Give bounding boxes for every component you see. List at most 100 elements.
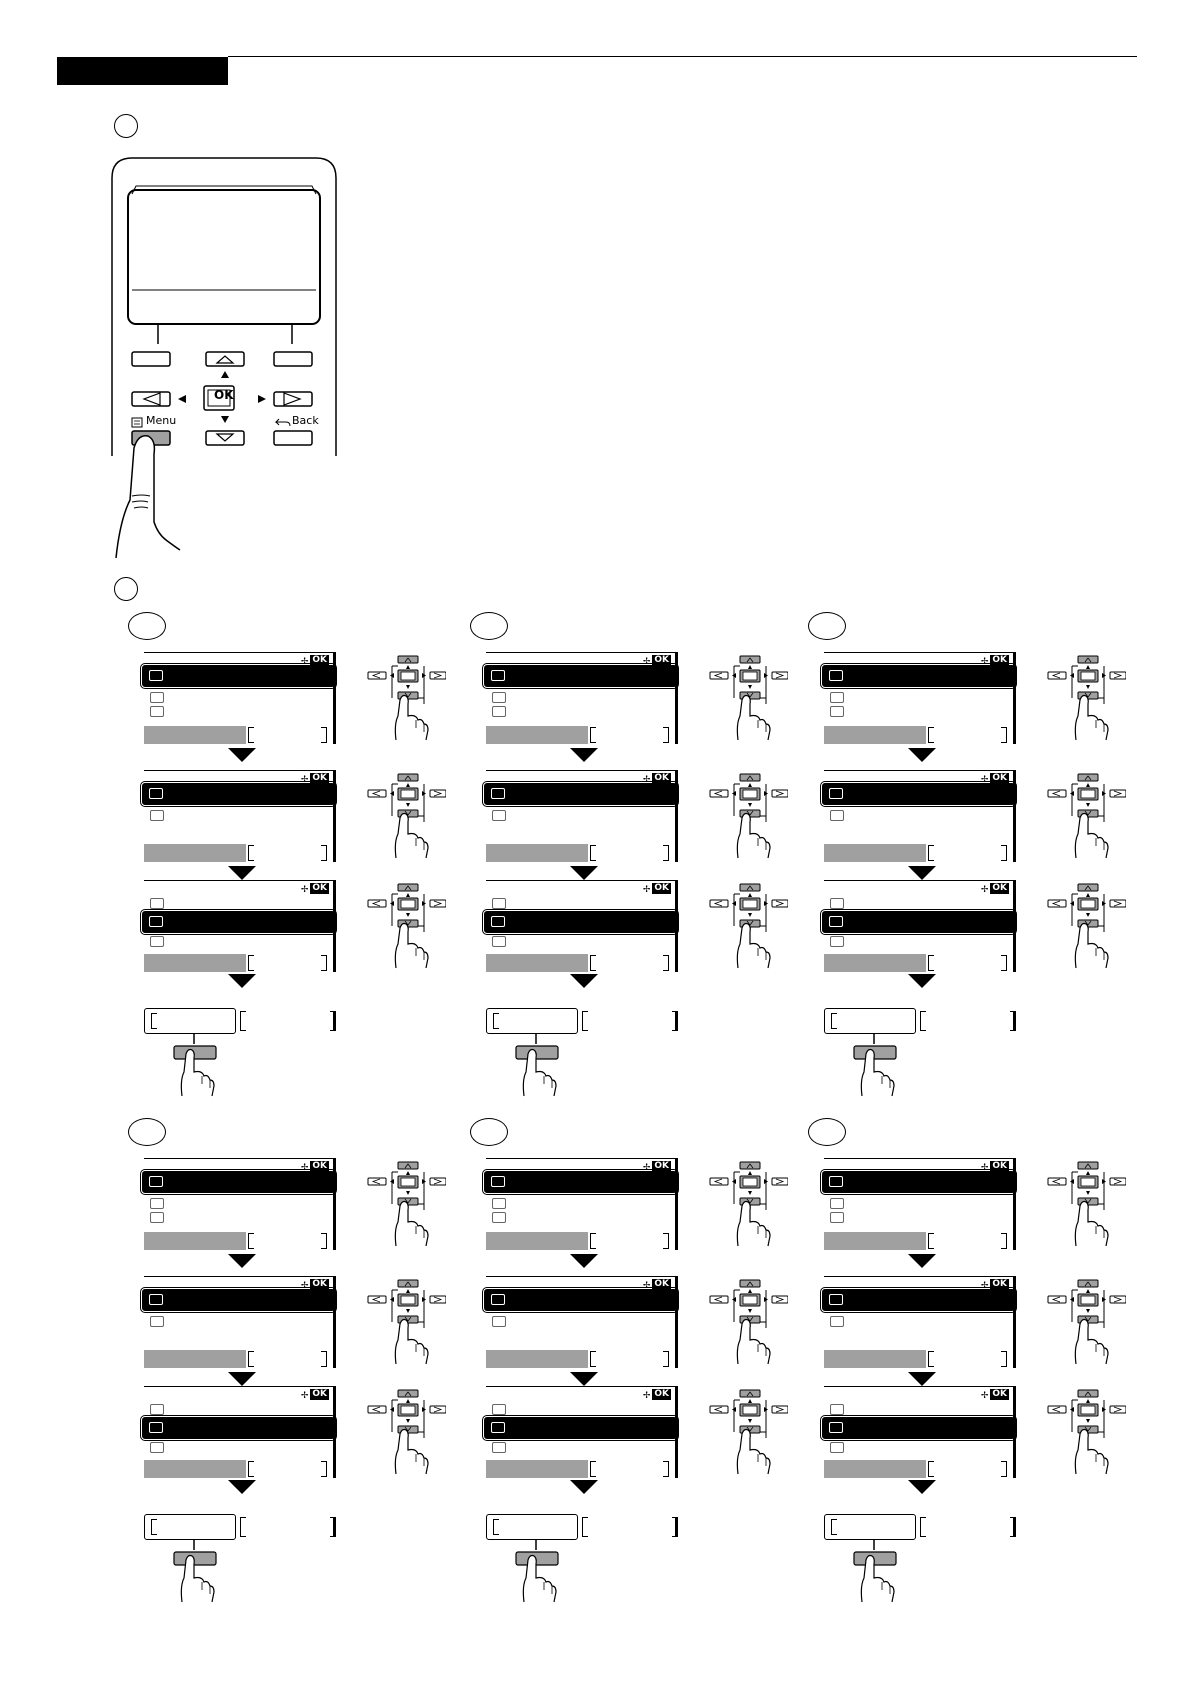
soft-key-left[interactable]	[144, 1232, 246, 1250]
selected-menu-row[interactable]	[482, 909, 679, 935]
soft-key-left[interactable]	[824, 1460, 926, 1478]
soft-key-left[interactable]	[824, 1232, 926, 1250]
menu-row[interactable]	[148, 809, 329, 823]
menu-row[interactable]	[148, 935, 329, 949]
selected-menu-row[interactable]	[482, 781, 679, 807]
menu-row[interactable]	[828, 1315, 1009, 1329]
four-way-arrow-icon: ✢	[642, 773, 651, 784]
selected-menu-row[interactable]	[482, 1287, 679, 1313]
soft-key-left-selected[interactable]	[824, 1514, 916, 1540]
soft-key-right[interactable]	[240, 1517, 336, 1537]
soft-key-left[interactable]	[486, 726, 588, 744]
menu-row[interactable]	[828, 1197, 1009, 1211]
soft-key-left[interactable]	[824, 954, 926, 972]
selected-menu-row[interactable]	[820, 781, 1017, 807]
soft-key-left[interactable]	[144, 1350, 246, 1368]
soft-key-right-bracket	[1001, 1351, 1007, 1367]
operation-panel: OK Menu Back	[110, 156, 338, 456]
menu-row[interactable]	[148, 1403, 329, 1417]
soft-key-right[interactable]	[582, 1517, 678, 1537]
soft-key-left[interactable]	[144, 844, 246, 862]
soft-key-left[interactable]	[824, 844, 926, 862]
ok-key-label: OK	[214, 388, 234, 402]
menu-row[interactable]	[828, 691, 1009, 705]
soft-key-left[interactable]	[144, 954, 246, 972]
menu-row[interactable]	[828, 1441, 1009, 1455]
menu-row[interactable]	[148, 1315, 329, 1329]
selected-menu-row[interactable]	[820, 1287, 1017, 1313]
selected-menu-row[interactable]	[140, 663, 337, 689]
selected-menu-row[interactable]	[140, 781, 337, 807]
ok-icon: OK	[990, 1389, 1009, 1400]
selected-menu-row[interactable]	[820, 1415, 1017, 1441]
menu-row[interactable]	[828, 705, 1009, 719]
menu-row[interactable]	[490, 1315, 671, 1329]
menu-row[interactable]	[148, 1441, 329, 1455]
selected-menu-row[interactable]	[140, 909, 337, 935]
selected-menu-row[interactable]	[140, 1287, 337, 1313]
ok-icon: OK	[990, 655, 1009, 666]
menu-row[interactable]	[490, 705, 671, 719]
soft-key-right-bracket	[321, 1351, 327, 1367]
menu-item-icon	[492, 898, 506, 909]
soft-key-left[interactable]	[486, 954, 588, 972]
selected-menu-row[interactable]	[482, 663, 679, 689]
soft-key-right[interactable]	[582, 1011, 678, 1031]
menu-row[interactable]	[148, 1197, 329, 1211]
soft-key-left-selected[interactable]	[486, 1008, 578, 1034]
soft-key-left[interactable]	[486, 1460, 588, 1478]
menu-row[interactable]	[148, 1211, 329, 1225]
menu-row[interactable]	[148, 897, 329, 911]
selected-menu-row[interactable]	[482, 1169, 679, 1195]
soft-key-left[interactable]	[824, 726, 926, 744]
soft-key-bar	[486, 1460, 675, 1478]
soft-key-right[interactable]	[920, 1517, 1016, 1537]
soft-key-left[interactable]	[486, 1232, 588, 1250]
soft-key-left-selected[interactable]	[824, 1008, 916, 1034]
soft-key-right[interactable]	[920, 1011, 1016, 1031]
soft-key-left-selected[interactable]	[144, 1008, 236, 1034]
soft-key-left-selected[interactable]	[486, 1514, 578, 1540]
menu-row[interactable]	[828, 809, 1009, 823]
selected-menu-row[interactable]	[482, 1415, 679, 1441]
menu-row[interactable]	[490, 691, 671, 705]
soft-key-right-bracket	[928, 845, 934, 861]
arrow-down-icon	[570, 1372, 598, 1386]
soft-key-right-bracket	[928, 1233, 934, 1249]
menu-item-icon	[150, 1198, 164, 1209]
selected-menu-row[interactable]	[820, 909, 1017, 935]
menu-row[interactable]	[828, 1211, 1009, 1225]
menu-row[interactable]	[490, 935, 671, 949]
lcd-screen: ✢OK	[820, 1276, 1017, 1368]
menu-row[interactable]	[490, 1441, 671, 1455]
soft-key-left[interactable]	[486, 1350, 588, 1368]
substep-marker	[470, 612, 508, 640]
navigation-hint: ✢OK	[301, 773, 329, 784]
four-way-arrow-icon: ✢	[642, 1279, 651, 1290]
menu-row[interactable]	[828, 935, 1009, 949]
menu-row[interactable]	[490, 1403, 671, 1417]
navigation-hint: ✢OK	[301, 655, 329, 666]
menu-row[interactable]	[490, 809, 671, 823]
menu-row[interactable]	[148, 691, 329, 705]
selected-menu-row[interactable]	[820, 663, 1017, 689]
selected-menu-row[interactable]	[820, 1169, 1017, 1195]
menu-row[interactable]	[490, 897, 671, 911]
selected-menu-row[interactable]	[140, 1169, 337, 1195]
menu-row[interactable]	[490, 1211, 671, 1225]
soft-key-left[interactable]	[144, 726, 246, 744]
lcd-screen: ✢OK	[482, 1276, 679, 1368]
menu-row[interactable]	[828, 1403, 1009, 1417]
selected-menu-row[interactable]	[140, 1415, 337, 1441]
soft-key-left[interactable]	[144, 1460, 246, 1478]
soft-key-left[interactable]	[486, 844, 588, 862]
menu-row[interactable]	[490, 1197, 671, 1211]
menu-row[interactable]	[828, 897, 1009, 911]
menu-item-icon	[491, 1422, 505, 1433]
menu-row[interactable]	[148, 705, 329, 719]
soft-key-right[interactable]	[240, 1011, 336, 1031]
menu-item-icon	[150, 706, 164, 717]
soft-key-left[interactable]	[824, 1350, 926, 1368]
soft-key-left-selected[interactable]	[144, 1514, 236, 1540]
soft-key-bar	[486, 1232, 675, 1250]
